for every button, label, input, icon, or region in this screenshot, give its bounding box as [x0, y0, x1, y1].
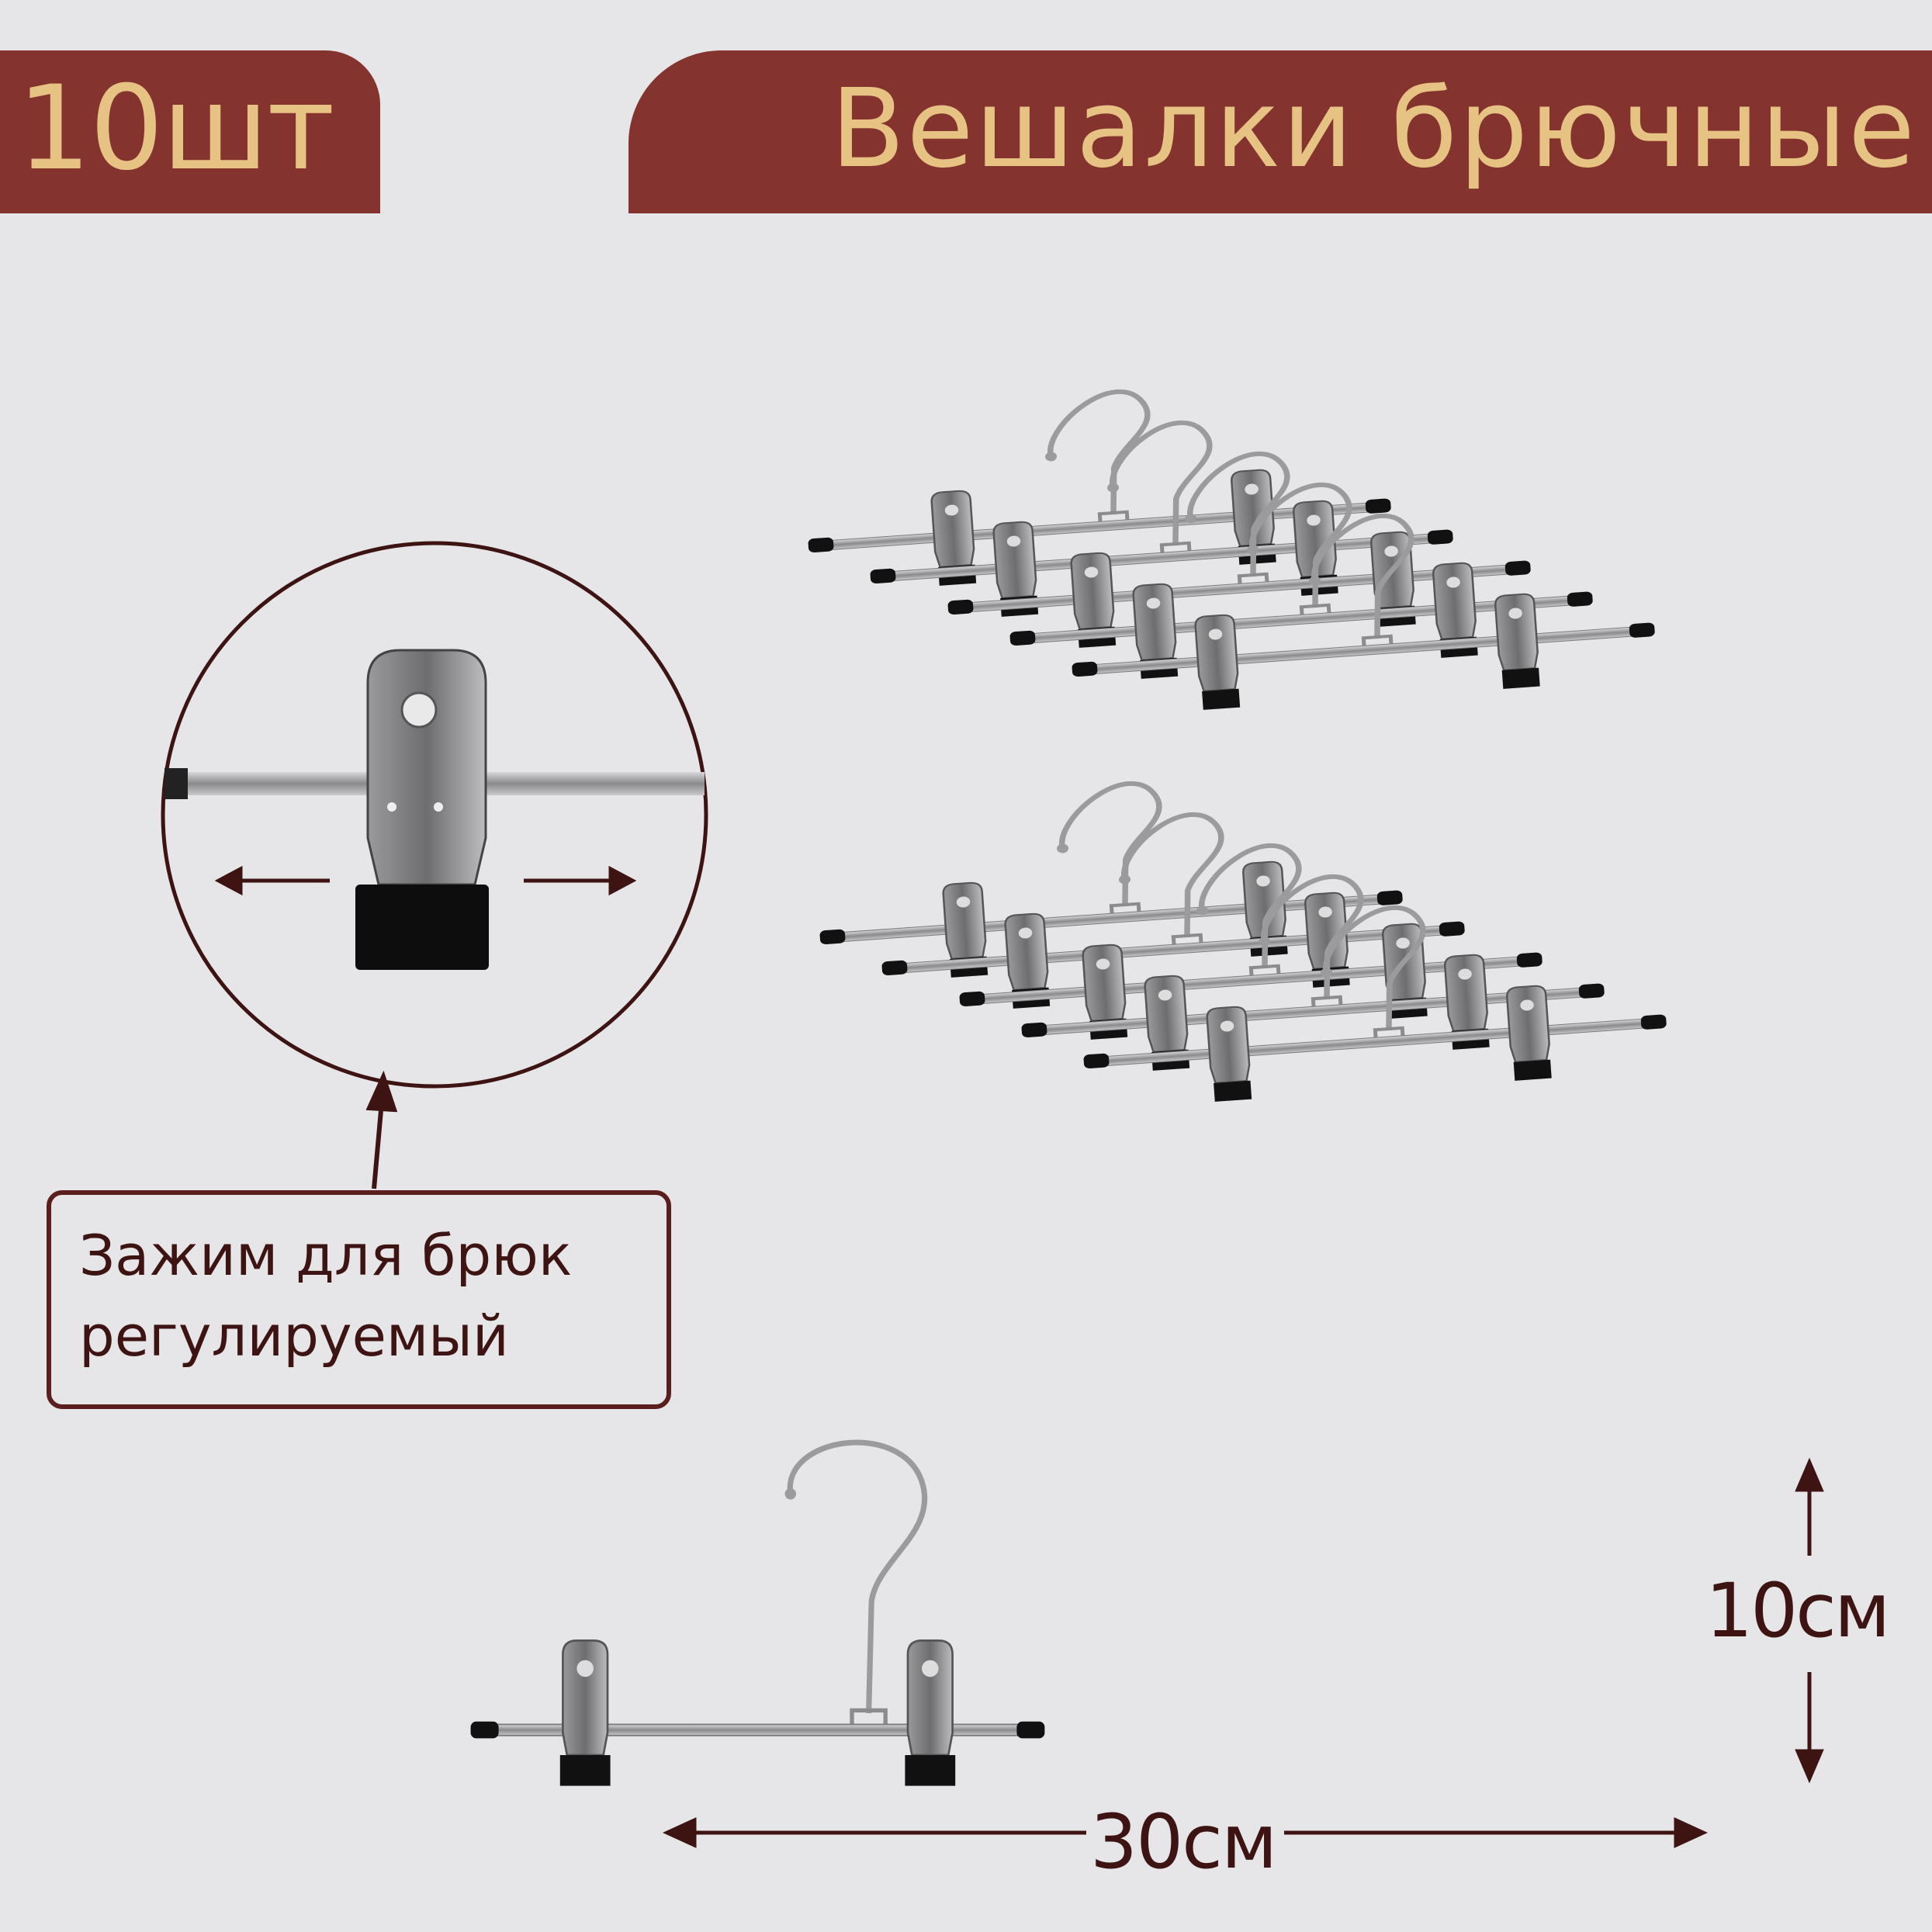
clip-zoom-circle — [161, 541, 708, 1089]
title-banner: Вешалки брючные — [628, 50, 1932, 213]
height-dimension-line — [1795, 1457, 1824, 1784]
hanger-icon — [470, 1439, 1045, 1786]
clip-icon — [355, 649, 489, 970]
width-label: 30см — [1090, 1799, 1277, 1885]
hanger-stack-bottom — [811, 765, 1670, 1110]
quantity-banner: 10шт — [0, 50, 380, 213]
page-title: Вешалки брючные — [830, 65, 1916, 192]
callout-line-1: Зажим для брюк — [79, 1223, 573, 1288]
arrow-up-icon — [1795, 1457, 1824, 1492]
clip-callout: Зажим для брюк регулируемый — [47, 1190, 671, 1409]
arrow-right-icon — [1674, 1817, 1709, 1848]
arrow-left-icon — [662, 1817, 697, 1848]
callout-pointer — [365, 1070, 398, 1189]
hanger-stack-top — [799, 373, 1658, 718]
arrow-left-icon — [214, 865, 330, 896]
width-dimension-line — [662, 1817, 1709, 1848]
height-label: 10см — [1705, 1567, 1890, 1654]
arrow-down-icon — [1795, 1749, 1824, 1784]
quantity-label: 10шт — [17, 61, 335, 196]
arrow-right-icon — [524, 865, 637, 896]
callout-line-2: регулируемый — [79, 1304, 509, 1369]
